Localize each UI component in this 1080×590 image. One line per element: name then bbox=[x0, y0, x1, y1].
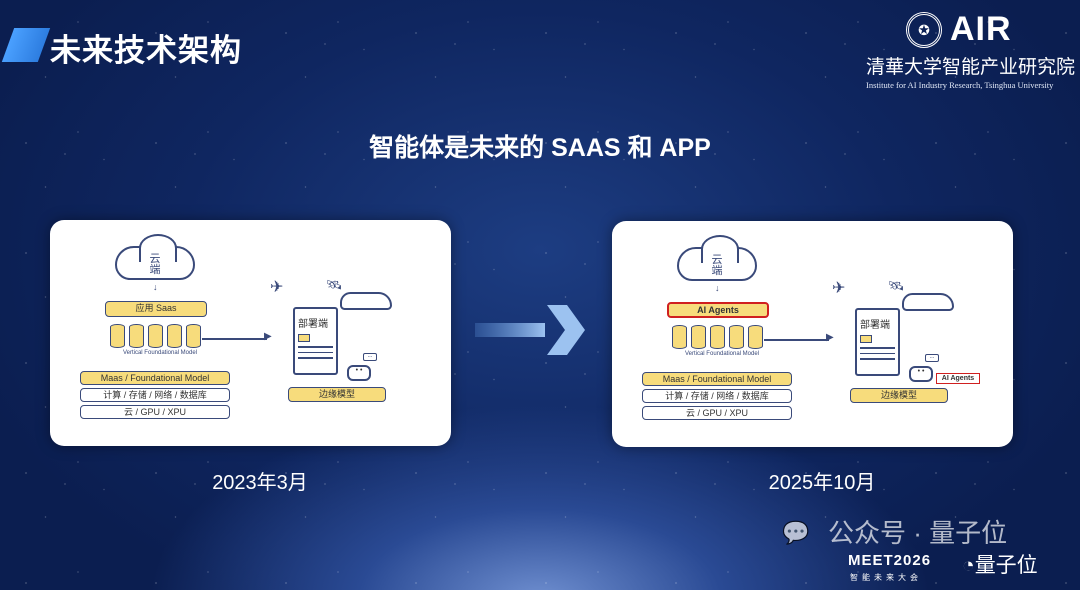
headline: 智能体是未来的 SAAS 和 APP bbox=[369, 134, 711, 162]
satellite-icon: 🛰 bbox=[888, 278, 905, 293]
database-icon bbox=[691, 325, 706, 349]
cloud-icon: 云端 bbox=[677, 235, 757, 281]
edge-model-bar: 边缘模型 bbox=[288, 387, 386, 402]
connector-line bbox=[202, 338, 267, 340]
database-icon bbox=[129, 324, 144, 348]
device-icon: 部署端 bbox=[855, 308, 900, 376]
chevron-arrow-icon bbox=[475, 305, 585, 355]
vfm-label: Vertical Foundational Model bbox=[684, 351, 760, 357]
database-icon bbox=[748, 325, 763, 349]
institute-name-en: Institute for AI Industry Research, Tsin… bbox=[866, 80, 1054, 90]
satellite-icon: 🛰 bbox=[326, 277, 343, 292]
infra-bar: 云 / GPU / XPU bbox=[642, 406, 792, 420]
database-icon bbox=[710, 325, 725, 349]
database-icon bbox=[672, 325, 687, 349]
app-layer-bar: AI Agents bbox=[667, 302, 769, 318]
device-icon: 部署端 bbox=[293, 307, 338, 375]
compute-bar: 计算 / 存储 / 网络 / 数据库 bbox=[642, 389, 792, 403]
air-logo: AIR bbox=[950, 10, 1012, 48]
database-icon bbox=[186, 324, 201, 348]
device-label: 部署端 bbox=[860, 320, 890, 331]
device-label: 部署端 bbox=[298, 319, 328, 330]
architecture-card-2025: 云端 ↓ AI Agents Vertical Foundational Mod… bbox=[612, 221, 1013, 447]
compute-bar: 计算 / 存储 / 网络 / 数据库 bbox=[80, 388, 230, 402]
database-icon bbox=[148, 324, 163, 348]
arrow-right-icon: ▶ bbox=[264, 331, 272, 342]
qbitai-brand: 量子位 bbox=[974, 554, 1038, 577]
car-icon bbox=[340, 292, 392, 310]
drone-icon: ✈ bbox=[832, 280, 846, 297]
architecture-card-2023: 云端 ↓ 应用 Saas Vertical Foundational Model… bbox=[50, 220, 451, 446]
database-icon bbox=[729, 325, 744, 349]
arrow-down-icon: ↓ bbox=[153, 282, 158, 292]
infra-bar: 云 / GPU / XPU bbox=[80, 405, 230, 419]
chat-bubble-icon: ... bbox=[363, 353, 377, 361]
robot-icon: • • bbox=[909, 366, 933, 382]
arrow-right-icon: ▶ bbox=[826, 332, 834, 343]
qbitai-logo: ◔量子位 bbox=[962, 554, 1038, 577]
date-2023: 2023年3月 bbox=[212, 472, 308, 494]
robot-icon: • • bbox=[347, 365, 371, 381]
maas-bar: Maas / Foundational Model bbox=[642, 372, 792, 386]
database-icon bbox=[167, 324, 182, 348]
arrow-down-icon: ↓ bbox=[715, 283, 720, 293]
maas-bar: Maas / Foundational Model bbox=[80, 371, 230, 385]
database-icon bbox=[110, 324, 125, 348]
watermark-text: 公众号 · 量子位 bbox=[828, 518, 1008, 548]
cloud-icon: 云端 bbox=[115, 234, 195, 280]
meet-logo: MEET2026 bbox=[848, 552, 932, 569]
wechat-icon: 💬 bbox=[782, 520, 810, 545]
drone-icon: ✈ bbox=[270, 279, 284, 296]
tsinghua-seal-icon: ✪ bbox=[906, 12, 942, 48]
app-layer-bar: 应用 Saas bbox=[105, 301, 207, 317]
institute-name-cn: 清華大学智能产业研究院 bbox=[866, 56, 1076, 78]
edge-model-bar: 边缘模型 bbox=[850, 388, 948, 403]
date-2025: 2025年10月 bbox=[768, 472, 876, 494]
page-title: 未来技术架构 bbox=[50, 33, 242, 68]
vfm-label: Vertical Foundational Model bbox=[122, 350, 198, 356]
connector-line bbox=[764, 339, 829, 341]
meet-subtitle: 智能未来大会 bbox=[850, 573, 922, 582]
car-icon bbox=[902, 293, 954, 311]
ai-agents-tag: AI Agents bbox=[936, 373, 980, 384]
chat-bubble-icon: ... bbox=[925, 354, 939, 362]
